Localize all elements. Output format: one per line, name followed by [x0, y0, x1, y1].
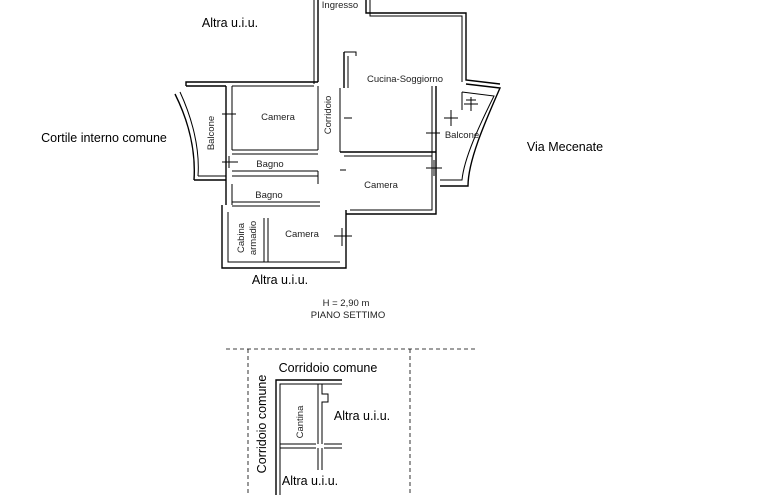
label-balcone-left: Balcone	[206, 116, 217, 150]
label-cantina: Cantina	[295, 405, 306, 438]
label-camera-left: Camera	[261, 112, 296, 123]
label-corridoio: Corridoio	[323, 96, 334, 135]
label-camera-bottom: Camera	[285, 229, 320, 240]
label-camera-right: Camera	[364, 180, 399, 191]
label-altra-top: Altra u.i.u.	[202, 16, 258, 30]
label-cucina-soggiorno: Cucina-Soggiorno	[367, 74, 443, 85]
label-cabina: Cabina	[236, 222, 247, 253]
label-via: Via Mecenate	[527, 140, 603, 154]
apartment-walls	[174, 0, 502, 269]
label-corridoio-comune-side: Corridoio comune	[255, 375, 269, 474]
cellar-walls	[226, 348, 476, 495]
label-armadio: armadio	[248, 221, 259, 255]
label-corridoio-comune-top: Corridoio comune	[279, 361, 378, 375]
label-bagno-upper: Bagno	[256, 159, 283, 170]
label-ingresso: Ingresso	[322, 0, 358, 11]
label-cellar-altra-right: Altra u.i.u.	[334, 409, 390, 423]
door-marks	[222, 97, 478, 246]
label-bagno-lower: Bagno	[255, 190, 282, 201]
label-cellar-altra-bottom: Altra u.i.u.	[282, 474, 338, 488]
label-balcone-right: Balcone	[445, 130, 479, 141]
height-note: H = 2,90 m	[323, 298, 370, 309]
label-altra-bottom: Altra u.i.u.	[252, 273, 308, 287]
floor-name: PIANO SETTIMO	[311, 310, 385, 321]
label-cortile: Cortile interno comune	[41, 131, 167, 145]
